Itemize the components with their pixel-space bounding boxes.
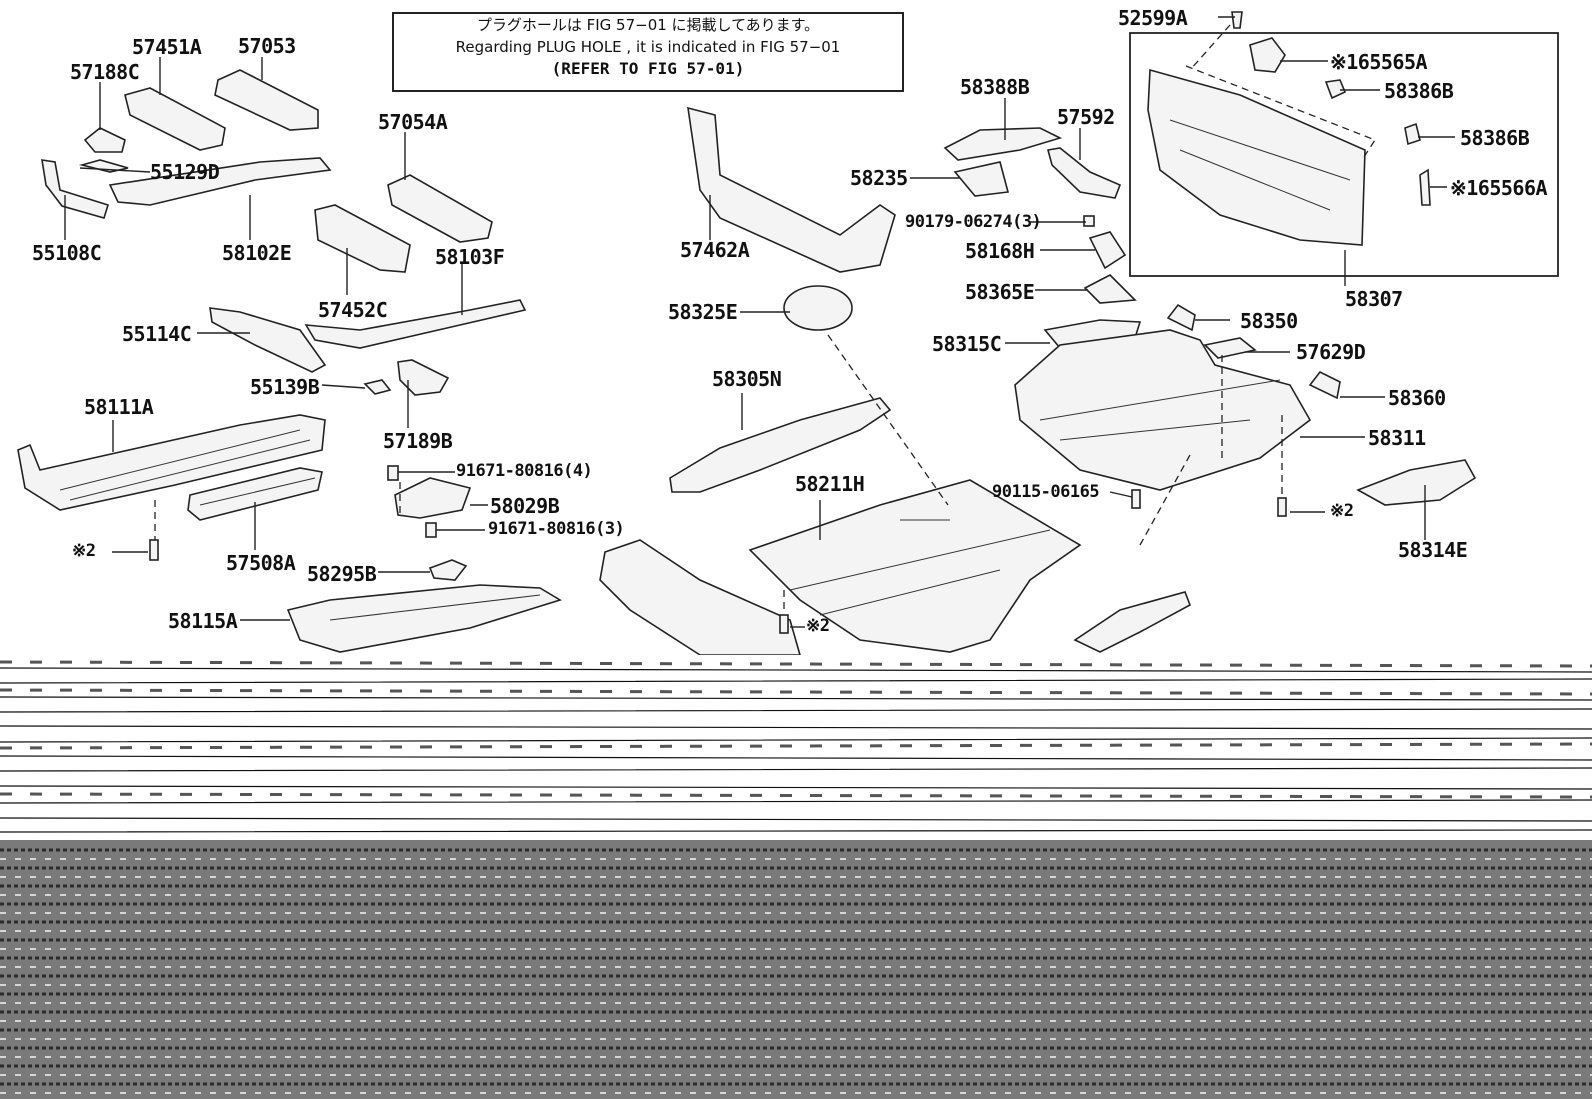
part-58307-shape [1147,68,1366,246]
label-91671-80816-4[interactable]: 91671-80816(4) [456,461,593,481]
label-55139B[interactable]: 55139B [250,375,320,399]
note-line-refer: (REFER TO FIG 57-01) [551,59,745,78]
label-58211H[interactable]: 58211H [795,472,865,496]
label-58314E[interactable]: 58314E [1398,538,1468,562]
label-58295B[interactable]: 58295B [307,562,377,586]
part-57451A-shape [124,87,226,151]
label-52599A[interactable]: 52599A [1118,6,1188,30]
part-58295B-shape [428,559,468,581]
label-58388B[interactable]: 58388B [960,75,1030,99]
part-58325E-shape [783,285,853,331]
part-58311-shape [1014,329,1312,491]
part-58102E-shape [108,157,332,206]
label-65565A[interactable]: ※165565A [1330,50,1428,74]
panel-58307-frame [1129,32,1559,277]
part-58350-shape [1166,303,1196,332]
label-58315C[interactable]: 58315C [932,332,1002,356]
part-57592-shape [1047,147,1122,199]
note-line-english: Regarding PLUG HOLE , it is indicated in… [455,38,841,56]
label-58111A[interactable]: 58111A [84,395,154,419]
label-58350[interactable]: 58350 [1240,309,1298,333]
part-57189B-shape [397,359,450,396]
noise-band-upper [0,655,1592,840]
part-58365E-shape [1083,274,1137,304]
part-52599A-shape [1231,11,1243,29]
noise-band-lower [0,840,1592,1099]
bolt-91671b [425,522,437,538]
nut-90179 [1083,215,1095,227]
label-90115-06165[interactable]: 90115-06165 [992,482,1100,502]
label-note2-right: ※2 [1330,501,1354,521]
label-65566A[interactable]: ※165566A [1450,176,1548,200]
label-55108C[interactable]: 55108C [32,241,102,265]
label-note2-center: ※2 [806,616,830,636]
part-58211H-shape [748,479,1082,653]
bolt-90115 [1131,489,1141,509]
label-note2-left: ※2 [72,541,96,561]
part-58029B-shape [394,477,472,519]
label-58235[interactable]: 58235 [850,166,908,190]
part-58386B-b-shape [1404,122,1421,146]
label-58115A[interactable]: 58115A [168,609,238,633]
label-55114C[interactable]: 55114C [122,322,192,346]
label-91671-80816-3[interactable]: 91671-80816(3) [488,519,625,539]
part-58386B-a-shape [1324,79,1347,100]
label-58103F[interactable]: 58103F [435,245,505,269]
label-58386B-upper[interactable]: 58386B [1384,79,1454,103]
part-65566A-shape [1419,168,1431,206]
label-57508A[interactable]: 57508A [226,551,296,575]
label-58305N[interactable]: 58305N [712,367,782,391]
label-57629D[interactable]: 57629D [1296,340,1366,364]
part-57054A-shape [387,174,493,243]
part-65565A-shape [1249,37,1286,73]
part-57452C-shape [314,204,411,273]
part-58115A-shape [286,584,562,653]
part-58360-shape [1308,370,1341,400]
label-57053[interactable]: 57053 [238,34,296,58]
part-55114C-shape [209,307,327,373]
part-58168H-shape [1088,231,1127,270]
label-58360[interactable]: 58360 [1388,386,1446,410]
label-57189B[interactable]: 57189B [383,429,453,453]
label-57054A[interactable]: 57054A [378,110,448,134]
part-58315C-shape [1043,319,1142,349]
label-57592[interactable]: 57592 [1057,105,1115,129]
label-57451A[interactable]: 57451A [132,35,202,59]
part-57188C-shape [83,127,126,153]
part-57508A-shape [187,467,323,521]
part-55139B-shape [363,379,392,395]
note-line-japanese: プラグホールは FIG 57−01 に掲載してあります。 [476,16,820,34]
label-58325E[interactable]: 58325E [668,300,738,324]
label-57462A[interactable]: 57462A [680,238,750,262]
part-57053-shape [214,69,319,131]
label-58386B-lower[interactable]: 58386B [1460,126,1530,150]
bolt-note2b [779,614,789,634]
part-58305N-shape [669,397,892,493]
reference-note-box: プラグホールは FIG 57−01 に掲載してあります。 Regarding P… [392,12,904,92]
label-58365E[interactable]: 58365E [965,280,1035,304]
part-lower-right-shape [1073,591,1191,653]
label-58029B[interactable]: 58029B [490,494,560,518]
part-58314E-shape [1356,459,1477,506]
bolt-note2c [1277,497,1287,517]
label-57188C[interactable]: 57188C [70,60,140,84]
part-58103F-shape [304,299,527,349]
part-58388B-shape [943,127,1063,161]
label-58311[interactable]: 58311 [1368,426,1426,450]
label-90179-06274[interactable]: 90179-06274(3) [905,212,1042,232]
label-58307[interactable]: 58307 [1345,287,1403,311]
bolt-91671a [387,465,399,481]
label-58102E[interactable]: 58102E [222,241,292,265]
part-57629D-shape [1203,337,1257,359]
part-55108C-shape [41,159,109,219]
bolt-note2a [149,539,159,561]
part-58235-shape [953,161,1010,197]
part-57462A-shape [687,106,896,273]
label-55129D[interactable]: 55129D [150,160,220,184]
label-57452C[interactable]: 57452C [318,298,388,322]
label-58168H[interactable]: 58168H [965,239,1035,263]
